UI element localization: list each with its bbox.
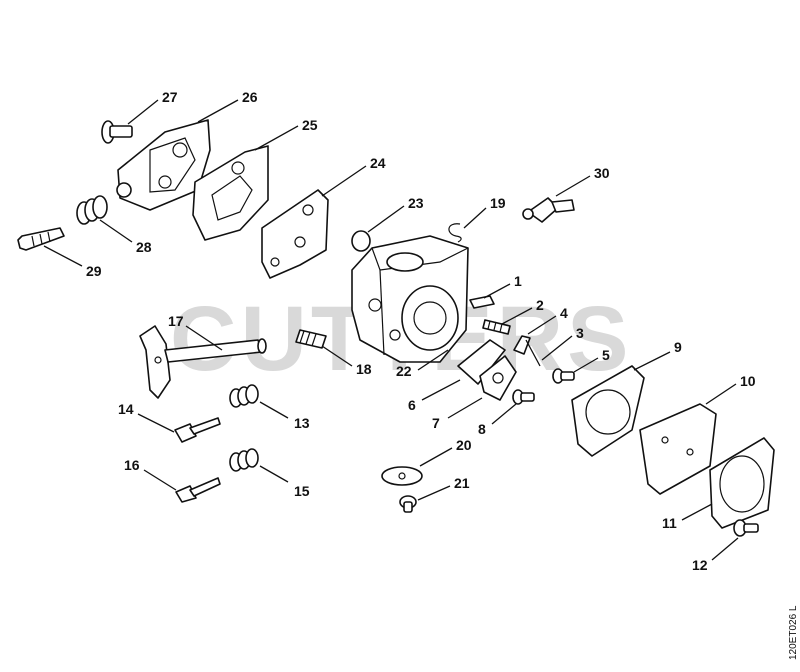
- callout-label-11: 11: [662, 515, 677, 531]
- callout-19: 19: [463, 195, 506, 229]
- callout-label-15: 15: [294, 483, 310, 499]
- callout-10: 10: [705, 373, 756, 405]
- callout-label-17: 17: [168, 313, 184, 329]
- part-16-needle: [175, 477, 221, 503]
- callout-13: 13: [259, 401, 310, 431]
- callout-label-18: 18: [356, 361, 372, 377]
- callout-label-3: 3: [576, 325, 584, 341]
- callout-label-9: 9: [674, 339, 682, 355]
- callout-24: 24: [321, 155, 386, 197]
- part-27-screw: [101, 120, 133, 144]
- part-5-screw: [552, 368, 575, 384]
- part-15-spring: [229, 448, 259, 472]
- callout-25: 25: [254, 117, 318, 151]
- callout-label-24: 24: [370, 155, 386, 171]
- callout-label-8: 8: [478, 421, 486, 437]
- callout-9: 9: [633, 339, 682, 371]
- callout-3: 3: [541, 325, 584, 361]
- part-4-metering-lever: [513, 335, 541, 367]
- part-28-spring: [76, 195, 108, 225]
- part-10-plate: [639, 403, 717, 495]
- drawing-code: 120ET026 L: [788, 605, 799, 660]
- part-12-screw: [733, 519, 759, 537]
- part-14-needle: [174, 417, 221, 443]
- callout-label-2: 2: [536, 297, 544, 313]
- callout-label-12: 12: [692, 557, 708, 573]
- callout-label-23: 23: [408, 195, 424, 211]
- part-25-gasket: [192, 145, 269, 241]
- callout-label-7: 7: [432, 415, 440, 431]
- callout-label-4: 4: [560, 305, 568, 321]
- callout-label-29: 29: [86, 263, 102, 279]
- callout-label-20: 20: [456, 437, 472, 453]
- callout-11: 11: [662, 503, 713, 531]
- callout-30: 30: [555, 165, 610, 197]
- callout-5: 5: [573, 347, 610, 373]
- part-11-cover: [709, 437, 775, 529]
- callout-4: 4: [527, 305, 568, 335]
- callout-15: 15: [259, 465, 310, 499]
- callout-20: 20: [419, 437, 472, 467]
- callout-12: 12: [692, 537, 739, 573]
- part-9-gasket: [571, 365, 645, 457]
- part-23-plug: [351, 230, 371, 252]
- part-30-fitting: [522, 197, 575, 223]
- callout-label-27: 27: [162, 89, 178, 105]
- callout-28: 28: [99, 219, 152, 255]
- callout-27: 27: [127, 89, 178, 125]
- part-22-carburetor-body: [351, 235, 469, 363]
- callout-label-5: 5: [602, 347, 610, 363]
- callout-label-25: 25: [302, 117, 318, 133]
- callout-21: 21: [417, 475, 470, 501]
- callout-14: 14: [118, 401, 175, 433]
- callout-label-30: 30: [594, 165, 610, 181]
- callout-label-13: 13: [294, 415, 310, 431]
- part-19-clip: [448, 223, 462, 243]
- part-24-diaphragm: [261, 189, 329, 279]
- callout-18: 18: [321, 345, 372, 377]
- callout-label-10: 10: [740, 373, 756, 389]
- callout-23: 23: [367, 195, 424, 233]
- part-26-cover: [116, 119, 211, 211]
- part-2-spring: [482, 319, 511, 335]
- callout-label-16: 16: [124, 457, 140, 473]
- callout-29: 29: [43, 245, 102, 279]
- callout-label-14: 14: [118, 401, 134, 417]
- callout-17: 17: [168, 313, 223, 351]
- callout-labels: 27 26 25 24 23 19 30 28: [43, 89, 756, 573]
- callout-label-26: 26: [242, 89, 258, 105]
- callout-16: 16: [124, 457, 177, 491]
- part-20-disc: [381, 466, 423, 486]
- part-7-choke-shutter: [479, 355, 517, 401]
- part-29-screw: [17, 227, 65, 251]
- part-1-inlet-needle: [469, 295, 495, 309]
- callout-label-19: 19: [490, 195, 506, 211]
- callout-2: 2: [501, 297, 544, 325]
- callout-8: 8: [478, 403, 517, 437]
- callout-label-21: 21: [454, 475, 470, 491]
- callout-label-28: 28: [136, 239, 152, 255]
- callout-label-1: 1: [514, 273, 522, 289]
- part-18-spring: [295, 329, 327, 349]
- callout-26: 26: [197, 89, 258, 123]
- part-21-screw: [399, 495, 417, 513]
- part-17-throttle-shaft: [139, 325, 267, 399]
- part-6-throttle-shaft: [457, 339, 506, 385]
- callout-6: 6: [408, 379, 461, 413]
- callout-label-6: 6: [408, 397, 416, 413]
- callout-1: 1: [483, 273, 522, 299]
- part-8-screw: [512, 389, 535, 405]
- callout-7: 7: [432, 397, 483, 431]
- callout-22: 22: [396, 349, 449, 379]
- callout-label-22: 22: [396, 363, 412, 379]
- part-13-spring: [229, 384, 259, 408]
